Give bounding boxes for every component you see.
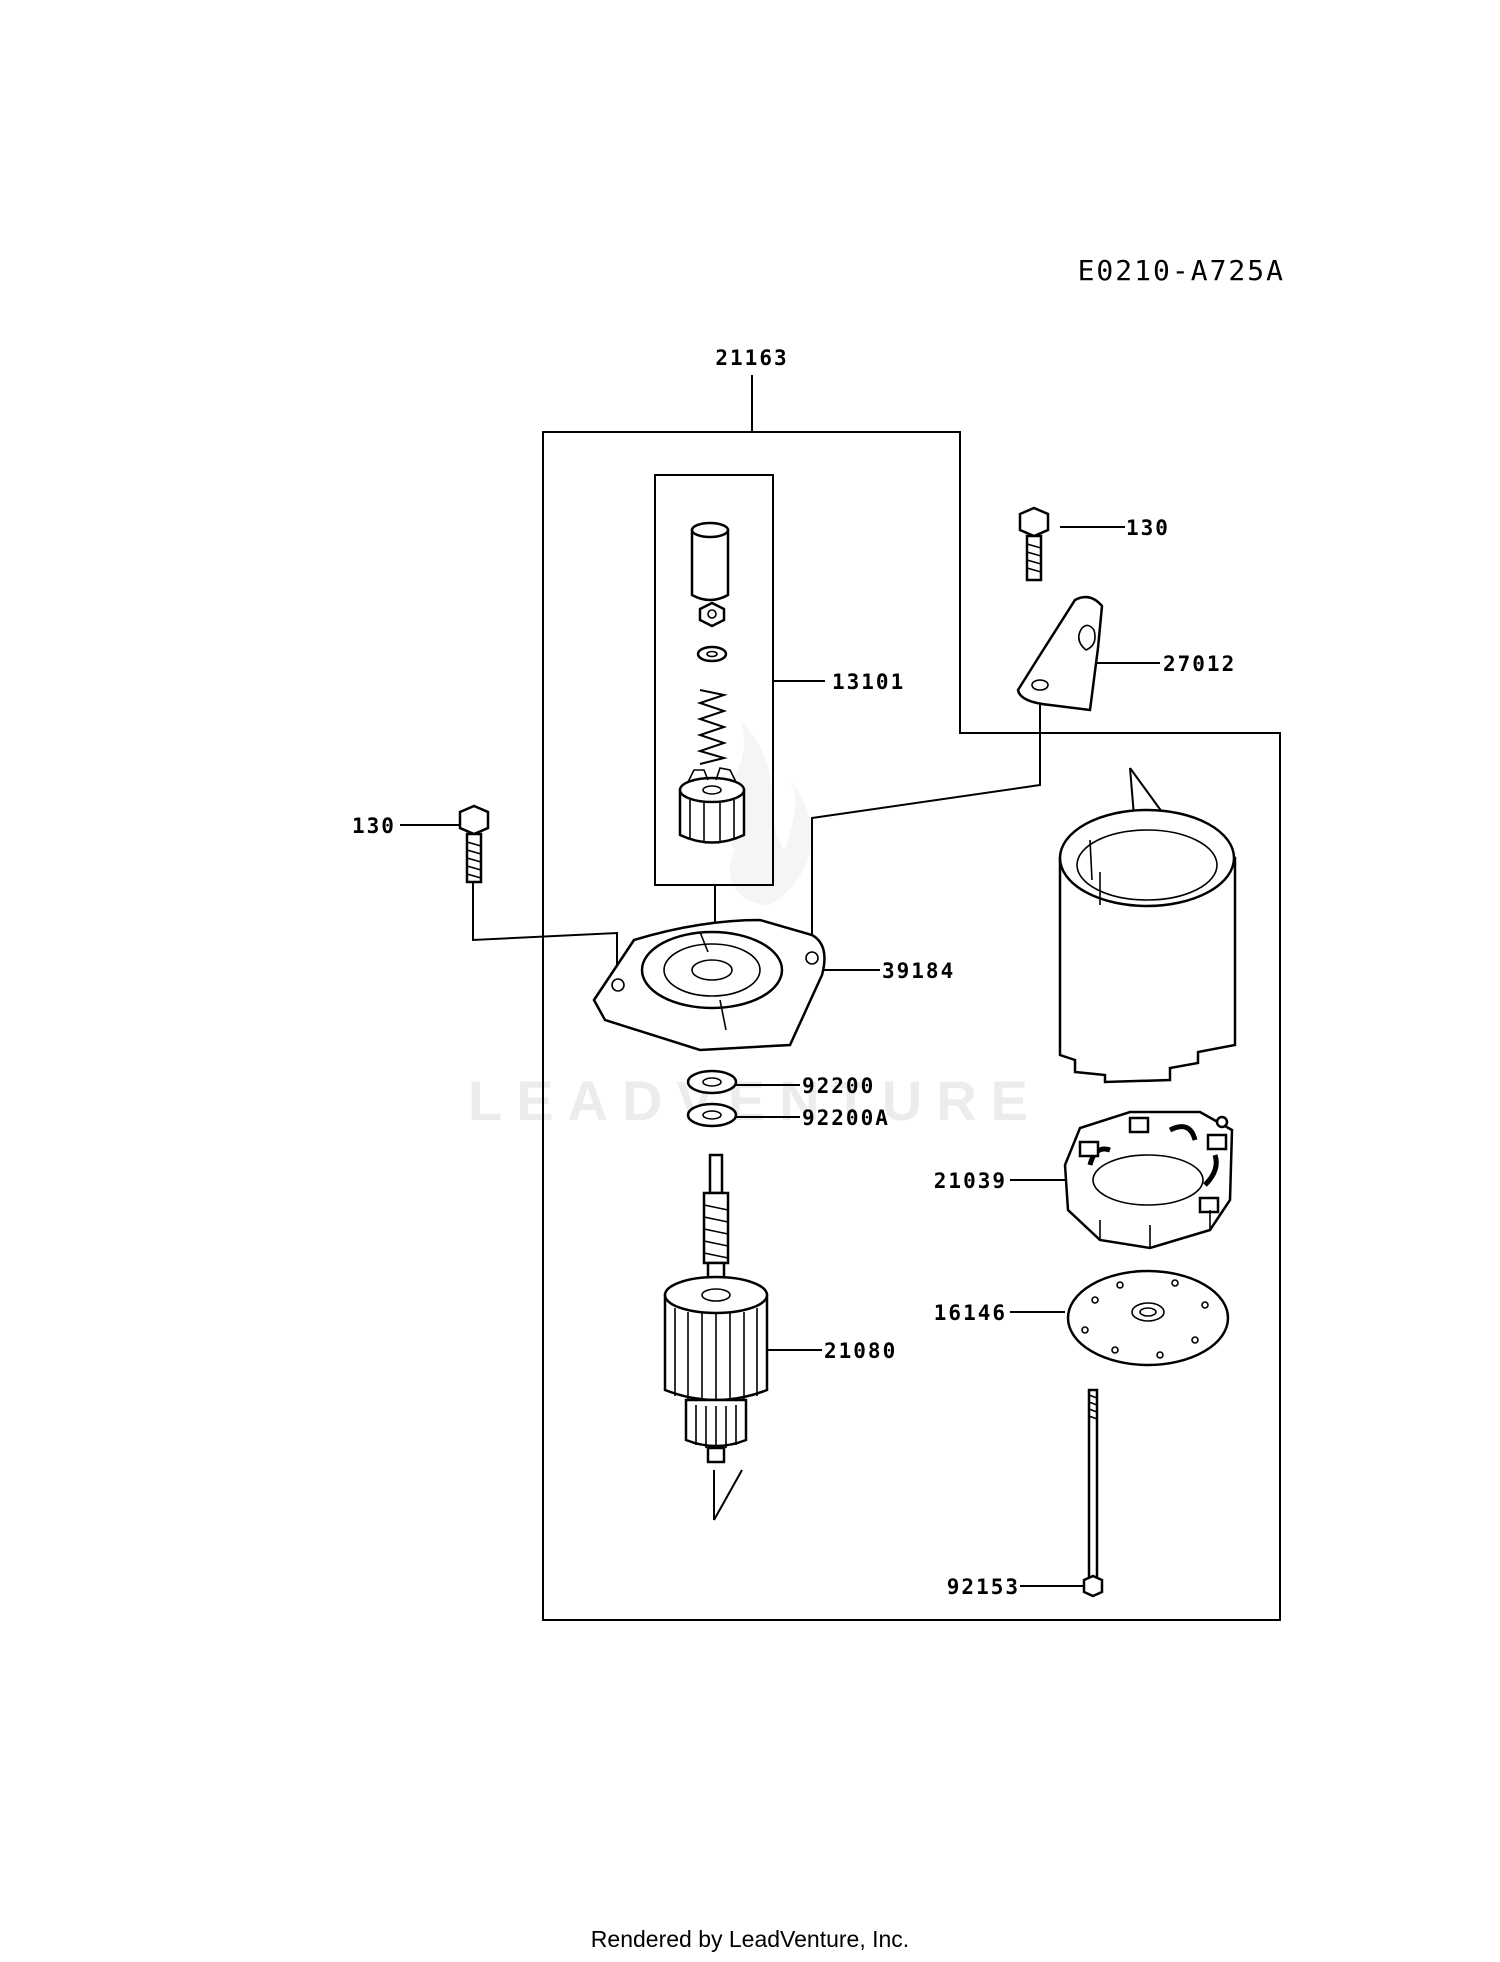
drive-spring	[696, 689, 728, 765]
bolt-top	[1018, 506, 1050, 582]
watermark-text: LEADVENTURE	[468, 1069, 1042, 1132]
callout-21039: 21039	[934, 1169, 1007, 1193]
footer-credit: Rendered by LeadVenture, Inc.	[591, 1926, 909, 1952]
callout-21163: 21163	[715, 346, 788, 370]
armature	[663, 1153, 769, 1464]
front-cover	[592, 918, 826, 1052]
watermark-logo	[723, 720, 812, 905]
plunger-cap	[690, 521, 730, 602]
callout-92200a: 92200A	[802, 1106, 890, 1130]
brush-holder	[1063, 1110, 1234, 1250]
callout-27012: 27012	[1163, 652, 1236, 676]
bracket	[1016, 595, 1104, 712]
washer-92200a	[686, 1102, 738, 1128]
pinion-gear	[678, 767, 746, 844]
bolt-left	[458, 804, 490, 884]
callout-92153: 92153	[947, 1575, 1020, 1599]
stop-nut	[698, 601, 726, 628]
callout-16146: 16146	[934, 1301, 1007, 1325]
diagram-code: E0210-A725A	[1078, 254, 1285, 287]
callout-130-left: 130	[352, 814, 396, 838]
callout-92200: 92200	[802, 1074, 875, 1098]
washer-92200	[686, 1069, 738, 1095]
stop-washer	[696, 645, 728, 663]
callout-13101: 13101	[832, 670, 905, 694]
callout-130-top: 130	[1126, 516, 1170, 540]
end-plate	[1066, 1269, 1230, 1367]
yoke	[1058, 808, 1237, 1084]
callout-39184: 39184	[882, 959, 955, 983]
through-bolt	[1082, 1388, 1104, 1598]
callout-21080: 21080	[824, 1339, 897, 1363]
